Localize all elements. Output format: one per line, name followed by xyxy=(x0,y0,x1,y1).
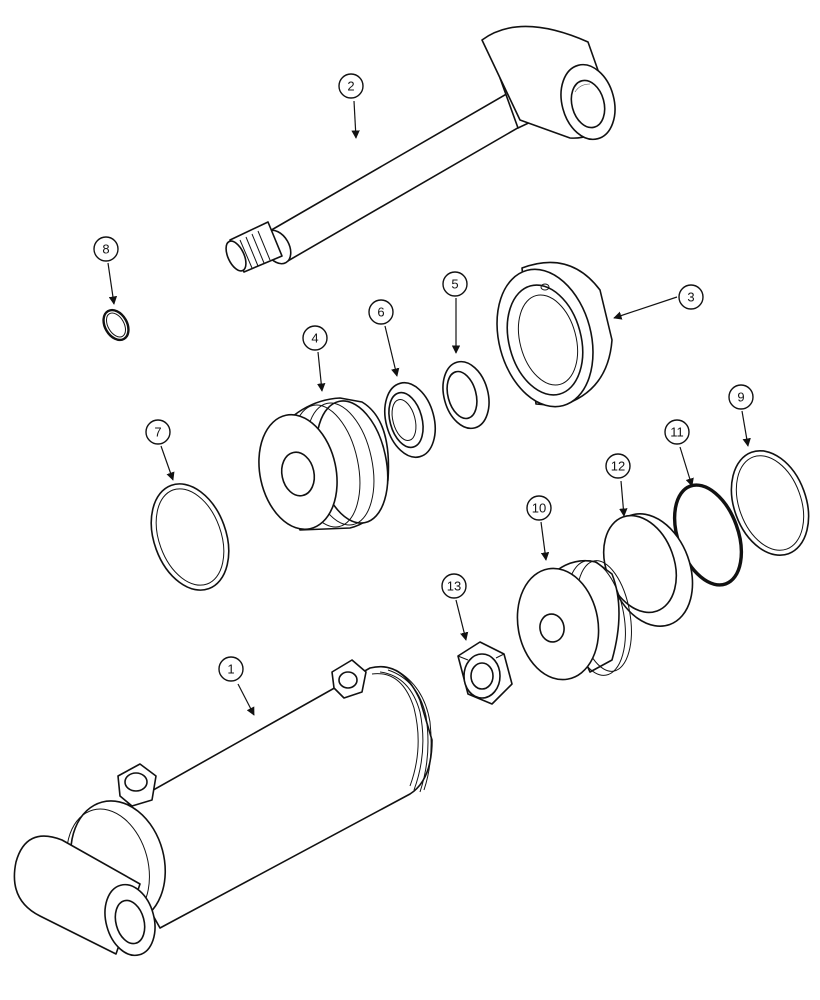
callout-12: 12 xyxy=(605,453,631,479)
callout-label-10: 10 xyxy=(532,501,546,516)
leader-11 xyxy=(679,446,694,487)
leader-6 xyxy=(384,325,400,377)
leader-13 xyxy=(455,599,469,641)
callout-label-8: 8 xyxy=(102,242,109,257)
callout-label-11: 11 xyxy=(670,425,684,440)
callout-label-1: 1 xyxy=(227,662,234,677)
seal-part-6 xyxy=(384,381,436,459)
leader-4 xyxy=(317,351,326,392)
callout-label-9: 9 xyxy=(737,390,744,405)
leader-lines xyxy=(107,100,751,716)
o-ring-part-7 xyxy=(150,483,230,591)
wear-band-part-12 xyxy=(602,513,694,627)
callout-label-7: 7 xyxy=(154,425,161,440)
callout-5: 5 xyxy=(442,271,468,297)
piston-part xyxy=(258,397,390,531)
piston-rod-part xyxy=(225,25,616,273)
leader-12 xyxy=(619,480,628,517)
piston-head-part-10 xyxy=(516,559,632,681)
hex-nut-part-13 xyxy=(457,641,513,705)
callout-label-13: 13 xyxy=(447,579,461,594)
leader-2 xyxy=(351,100,360,139)
cylinder-barrel-part xyxy=(13,659,433,957)
callout-13: 13 xyxy=(441,573,467,599)
callout-label-5: 5 xyxy=(451,277,458,292)
leader-7 xyxy=(160,445,175,481)
leader-1 xyxy=(237,683,255,716)
callout-label-3: 3 xyxy=(687,290,694,305)
leader-8 xyxy=(107,262,118,305)
leader-9 xyxy=(741,410,751,447)
leader-10 xyxy=(540,521,550,561)
callout-label-2: 2 xyxy=(347,79,354,94)
callout-11: 11 xyxy=(664,419,690,445)
callout-6: 6 xyxy=(368,299,394,325)
callout-label-6: 6 xyxy=(377,305,384,320)
callout-8: 8 xyxy=(93,236,119,262)
callout-label-4: 4 xyxy=(311,331,318,346)
callout-1: 1 xyxy=(218,656,244,682)
callout-3: 3 xyxy=(678,284,704,310)
callout-9: 9 xyxy=(728,384,754,410)
callout-label-12: 12 xyxy=(611,459,625,474)
ring-part-9 xyxy=(730,449,810,557)
callout-4: 4 xyxy=(302,325,328,351)
leader-3 xyxy=(613,296,678,320)
callout-2: 2 xyxy=(338,73,364,99)
callout-7: 7 xyxy=(145,419,171,445)
callout-10: 10 xyxy=(526,495,552,521)
seal-part-5 xyxy=(442,360,490,430)
snap-ring-part xyxy=(102,308,130,342)
gland-nut-part xyxy=(496,261,613,408)
